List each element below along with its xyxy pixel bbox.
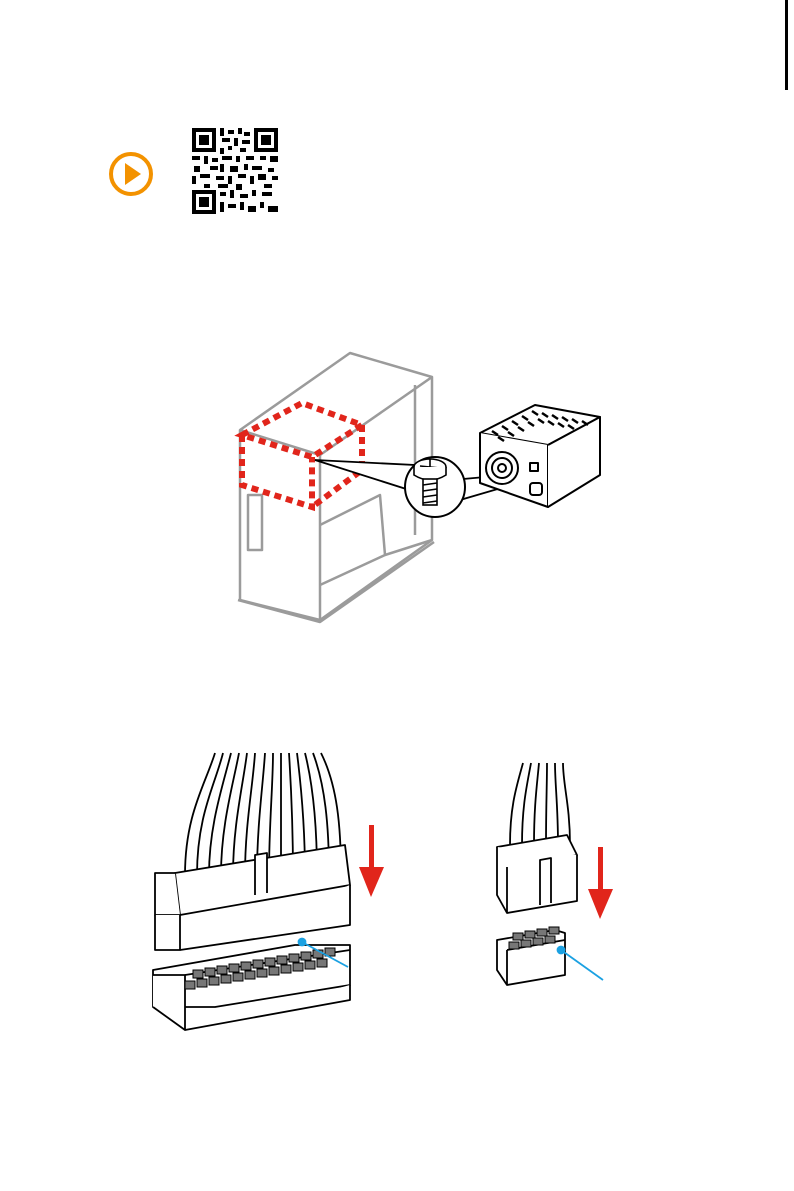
qr-code-icon[interactable] [190, 126, 280, 216]
eps-8-pin-connector-illustration [485, 755, 625, 1005]
atx-24-pin-connector-illustration [145, 745, 395, 1035]
psu-mounting-illustration [230, 345, 610, 630]
page-edge-bar [785, 0, 788, 90]
play-circle-icon[interactable] [108, 151, 154, 197]
